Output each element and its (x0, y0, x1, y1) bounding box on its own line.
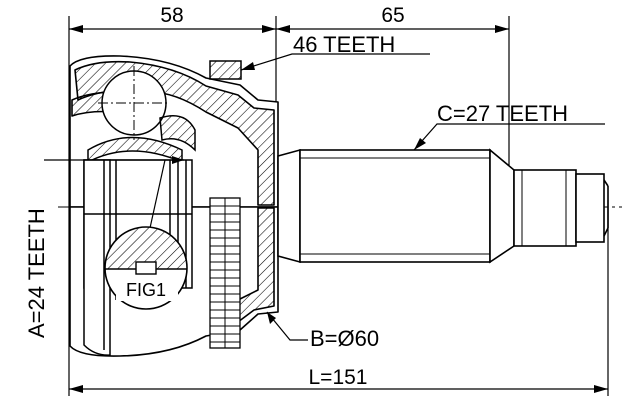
dimension-label-58: 58 (160, 4, 183, 27)
fig1-detail: FIG1 (104, 226, 188, 310)
ball-cage (87, 66, 196, 164)
total-length-label: L=151 (309, 366, 368, 389)
abs-tone-ring (209, 197, 241, 349)
fig1-label: FIG1 (126, 280, 166, 300)
dimension-arrows (69, 25, 608, 393)
shaft-tip (575, 173, 605, 243)
leader-abs-ring (266, 311, 308, 341)
outer-teeth-marker (209, 60, 242, 80)
output-shaft (277, 148, 609, 264)
dimension-lines (68, 16, 609, 396)
outer-teeth-label: 46 TEETH (293, 32, 395, 57)
leader-outer-teeth (240, 53, 430, 71)
inner-teeth-label: A=24 TEETH (24, 208, 49, 338)
leader-fig1 (149, 159, 166, 229)
dimension-label-65: 65 (381, 4, 404, 27)
spline-teeth-label: C=27 TEETH (437, 101, 568, 126)
abs-ring-label: B=Ø60 (310, 326, 379, 351)
leader-arrows (172, 62, 426, 324)
spline-section (513, 169, 577, 247)
shaft-body (299, 149, 491, 263)
